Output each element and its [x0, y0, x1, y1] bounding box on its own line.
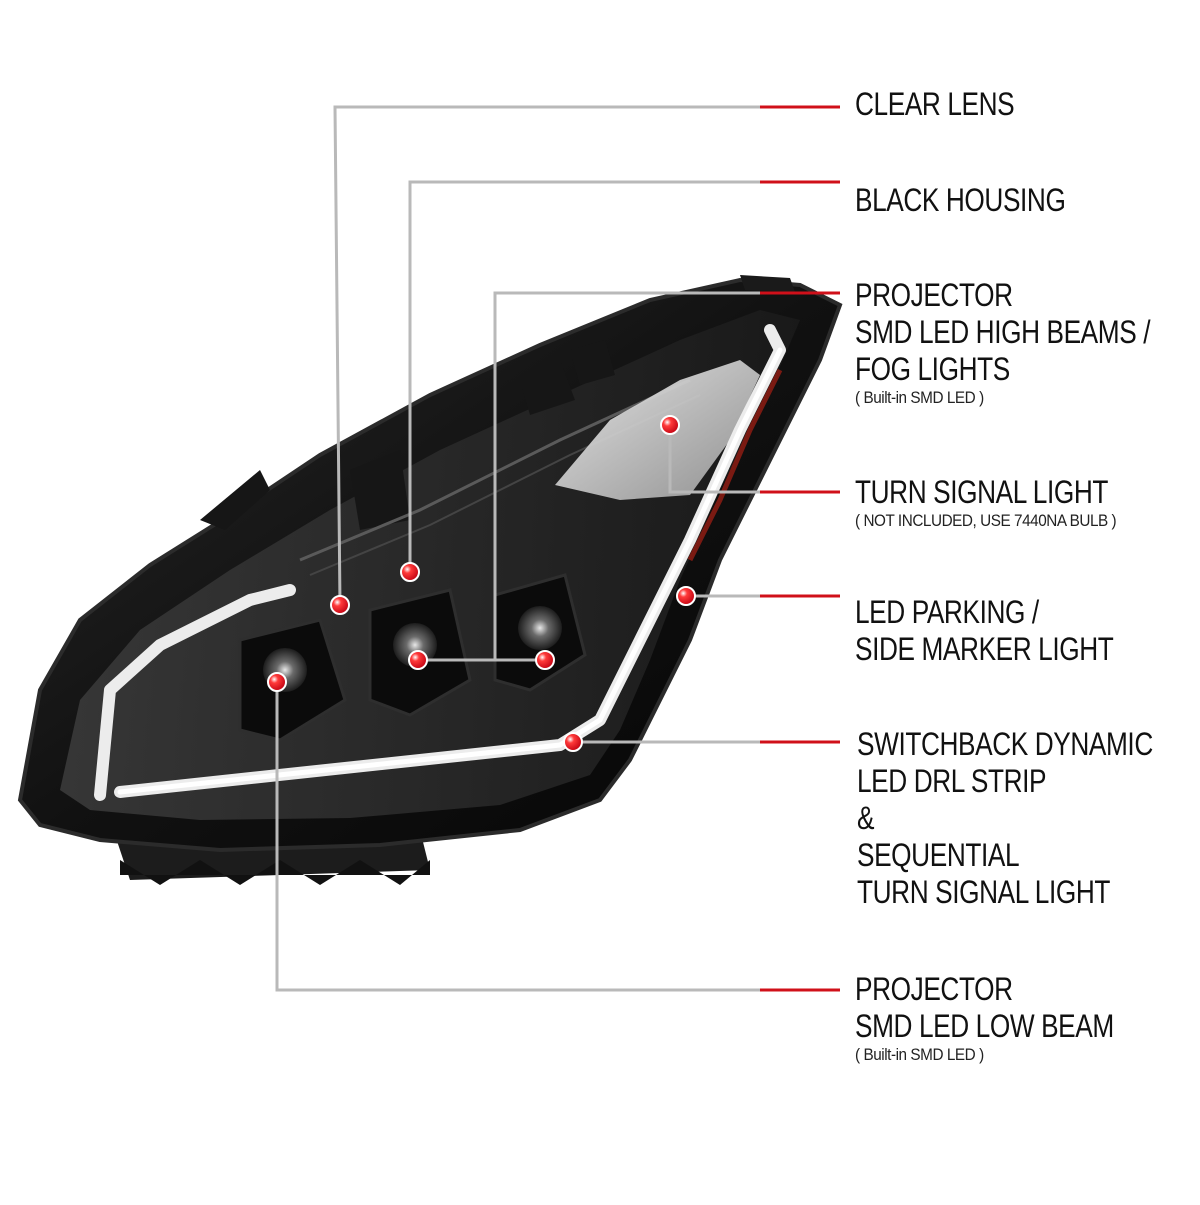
callout-line: SMD LED LOW BEAM [855, 1008, 1114, 1044]
callout-parking: LED PARKING / SIDE MARKER LIGHT [855, 594, 1170, 668]
callout-line: TURN SIGNAL LIGHT [855, 474, 1109, 510]
callout-line: PROJECTOR [855, 277, 1013, 313]
red-dot-marker-icon [267, 672, 287, 692]
callout-line: & [857, 800, 875, 836]
headlight-assembly [17, 275, 843, 885]
callout-sub: ( Built-in SMD LED ) [855, 388, 984, 407]
leader-projector-low [275, 682, 840, 992]
callout-line: SWITCHBACK DYNAMIC [857, 726, 1153, 762]
projector-low-pod [238, 618, 347, 742]
red-dot-marker-icon [330, 595, 350, 615]
leader-projector-high [418, 291, 840, 662]
callout-projector-low: PROJECTOR SMD LED LOW BEAM ( Built-in SM… [855, 971, 1171, 1065]
callout-line: SEQUENTIAL [857, 837, 1020, 873]
callout-drl: SWITCHBACK DYNAMIC LED DRL STRIP & SEQUE… [857, 726, 1200, 911]
red-dot-marker-icon [408, 650, 428, 670]
leader-black-housing [408, 180, 840, 572]
leader-lines [267, 105, 840, 992]
red-dot-marker-icon [660, 415, 680, 435]
callout-black-housing: BLACK HOUSING [855, 182, 1112, 219]
callout-line: PROJECTOR [855, 971, 1013, 1007]
callout-line: TURN SIGNAL LIGHT [857, 874, 1111, 910]
callout-projector-high: PROJECTOR SMD LED HIGH BEAMS / FOG LIGHT… [855, 277, 1200, 408]
red-dot-marker-icon [563, 732, 583, 752]
callout-line: SMD LED HIGH BEAMS / [855, 314, 1151, 350]
callout-line: LED DRL STRIP [857, 763, 1047, 799]
red-dot-marker-icon [535, 650, 555, 670]
callout-line: LED PARKING / [855, 594, 1039, 630]
red-dot-marker-icon [400, 562, 420, 582]
callout-sub: ( NOT INCLUDED, USE 7440NA BULB ) [855, 511, 1117, 530]
callout-sub: ( Built-in SMD LED ) [855, 1045, 984, 1064]
callout-clear-lens: CLEAR LENS [855, 86, 1049, 123]
callout-line: BLACK HOUSING [855, 182, 1066, 218]
callout-turn-signal: TURN SIGNAL LIGHT ( NOT INCLUDED, USE 74… [855, 474, 1164, 531]
leader-clear-lens [333, 105, 840, 606]
callout-line: FOG LIGHTS [855, 351, 1010, 387]
red-dot-marker-icon [676, 586, 696, 606]
callout-line: SIDE MARKER LIGHT [855, 631, 1114, 667]
callout-line: CLEAR LENS [855, 86, 1015, 122]
